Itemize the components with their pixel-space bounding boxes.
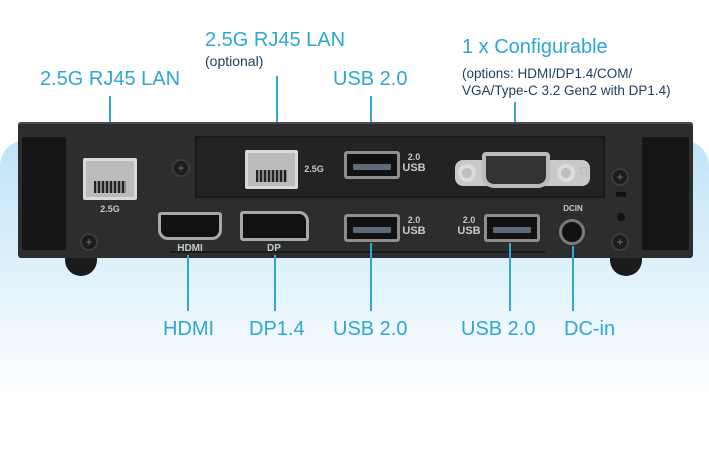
vga-port (482, 152, 550, 188)
chassis-groove (170, 251, 545, 253)
monitor-icon (580, 167, 587, 174)
label-usb-bottom-1: USB 2.0 (333, 318, 408, 340)
leader-line (509, 243, 511, 311)
label-usb-top: USB 2.0 (333, 68, 408, 90)
dc-in-jack (559, 219, 585, 245)
usb-port-bottom-1 (344, 214, 400, 242)
label-optional-note: (optional) (205, 53, 264, 69)
lan-port-2 (245, 150, 298, 189)
usb-port-top (344, 151, 400, 179)
leader-line (187, 255, 189, 311)
label-usb-bottom-2: USB 2.0 (461, 318, 536, 340)
usb-ver-print: 2.0 (407, 215, 421, 225)
leader-line (274, 255, 276, 311)
lan2-print: 2.5G (304, 164, 324, 174)
screw-icon: + (80, 233, 98, 251)
label-lan-left: 2.5G RJ45 LAN (40, 68, 181, 90)
lan1-print: 2.5G (100, 204, 120, 214)
vga-screw-hole (458, 164, 476, 182)
screw-icon: + (611, 168, 629, 186)
label-configurable-options-1: (options: HDMI/DP1.4/COM/ (462, 66, 633, 81)
leader-line (572, 246, 574, 311)
rubber-bumper (642, 137, 689, 250)
label-dp: DP1.4 (249, 318, 305, 340)
leader-line (370, 243, 372, 311)
lan-port-1 (83, 158, 137, 200)
screw-icon: + (611, 233, 629, 251)
label-dc-in: DC-in (564, 318, 616, 340)
dcin-print: DCIN (563, 204, 583, 213)
screw-icon: + (172, 159, 190, 177)
usb-print: USB (457, 225, 481, 237)
rubber-bumper (22, 137, 66, 250)
dp-print: DP (267, 243, 281, 254)
vga-screw-hole (557, 164, 575, 182)
label-hdmi: HDMI (163, 318, 215, 340)
reset-hole (617, 213, 625, 221)
label-configurable-options-2: VGA/Type-C 3.2 Gen2 with DP1.4) (462, 83, 671, 98)
usb-print: USB (402, 225, 426, 237)
usb-port-bottom-2 (484, 214, 540, 242)
displayport-port (240, 211, 309, 241)
leader-line (276, 76, 278, 152)
lock-slot (616, 192, 626, 197)
hdmi-port (158, 212, 222, 240)
device-foot (65, 254, 97, 276)
usb-ver-print: 2.0 (462, 215, 476, 225)
usb-ver-print: 2.0 (407, 152, 421, 162)
label-lan-optional: 2.5G RJ45 LAN (205, 29, 346, 51)
device-foot (610, 254, 642, 276)
label-configurable: 1 x Configurable (462, 36, 608, 58)
usb-print: USB (402, 162, 426, 174)
hdmi-print: HDMI (177, 243, 203, 254)
